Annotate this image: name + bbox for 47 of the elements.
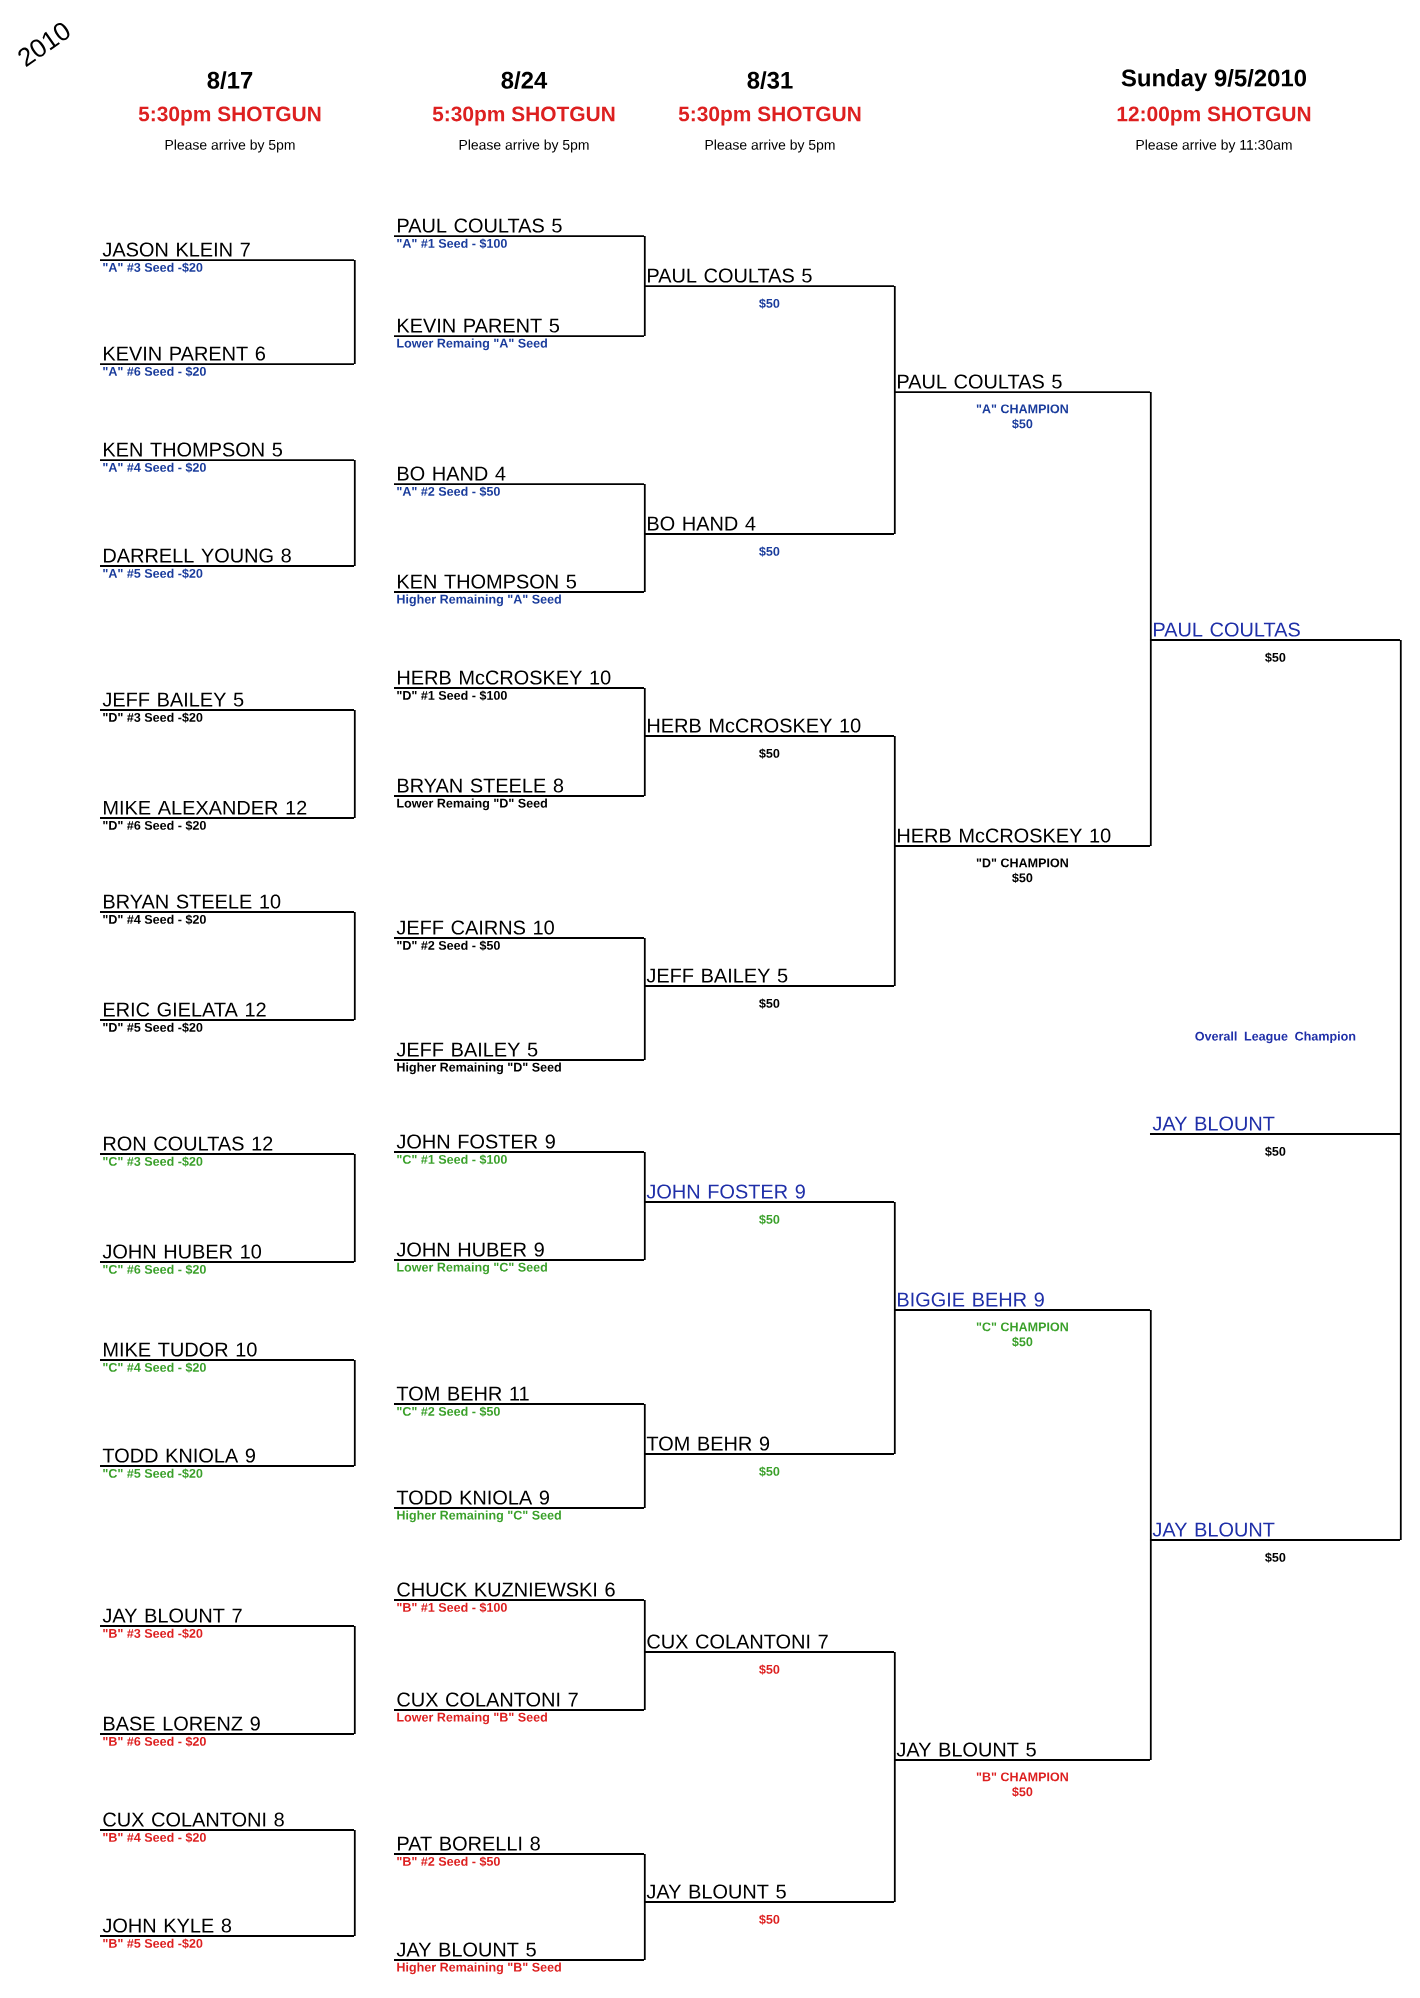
bracket-line xyxy=(893,391,896,535)
date-heading: Sunday 9/5/2010 xyxy=(1121,68,1306,92)
bracket-line xyxy=(893,845,896,987)
bracket-line xyxy=(643,1151,646,1203)
start-time: 5:30pm SHOTGUN xyxy=(678,106,861,126)
bracket-line xyxy=(353,709,356,819)
bracket-line xyxy=(643,483,646,535)
bracket-line xyxy=(643,687,646,737)
bracket-line xyxy=(643,1853,646,1903)
bracket-line xyxy=(643,533,646,593)
start-time: 5:30pm SHOTGUN xyxy=(138,106,321,126)
bracket-line xyxy=(353,459,356,567)
bracket-line xyxy=(643,1901,646,1961)
date-heading: 8/24 xyxy=(501,71,548,89)
bracket-line xyxy=(643,937,646,987)
bracket-line xyxy=(353,259,356,365)
bracket-line xyxy=(893,735,896,847)
bracket-line xyxy=(353,1153,356,1263)
bracket-line xyxy=(353,1625,356,1735)
start-time: 12:00pm SHOTGUN xyxy=(1117,106,1311,126)
bracket-line xyxy=(643,985,646,1061)
bracket-line xyxy=(893,1651,896,1761)
bracket-line xyxy=(1399,639,1402,1135)
bracket-line xyxy=(1149,1309,1152,1541)
start-time: 5:30pm SHOTGUN xyxy=(432,106,615,126)
bracket-line xyxy=(643,1453,646,1509)
bracket-line xyxy=(893,1309,896,1455)
bracket-line xyxy=(893,1759,896,1903)
bracket-line xyxy=(643,235,646,287)
bracket-line xyxy=(893,285,896,393)
bracket-line xyxy=(1399,1133,1402,1541)
bracket-line xyxy=(1149,1539,1152,1761)
bracket-line xyxy=(643,735,646,797)
bracket-line xyxy=(1149,391,1152,641)
bracket-line xyxy=(1149,639,1152,847)
bracket-line xyxy=(353,1829,356,1937)
bracket-line xyxy=(643,285,646,337)
bracket-line xyxy=(643,1403,646,1455)
bracket-line xyxy=(893,1201,896,1311)
date-heading: 8/31 xyxy=(747,71,793,89)
bracket-line xyxy=(643,1599,646,1653)
bracket-line xyxy=(643,1651,646,1711)
bracket-line xyxy=(643,1201,646,1261)
date-heading: 8/17 xyxy=(207,71,253,89)
bracket-line xyxy=(353,911,356,1021)
handwritten-year: 2010 xyxy=(18,22,70,68)
bracket-line xyxy=(353,1359,356,1467)
